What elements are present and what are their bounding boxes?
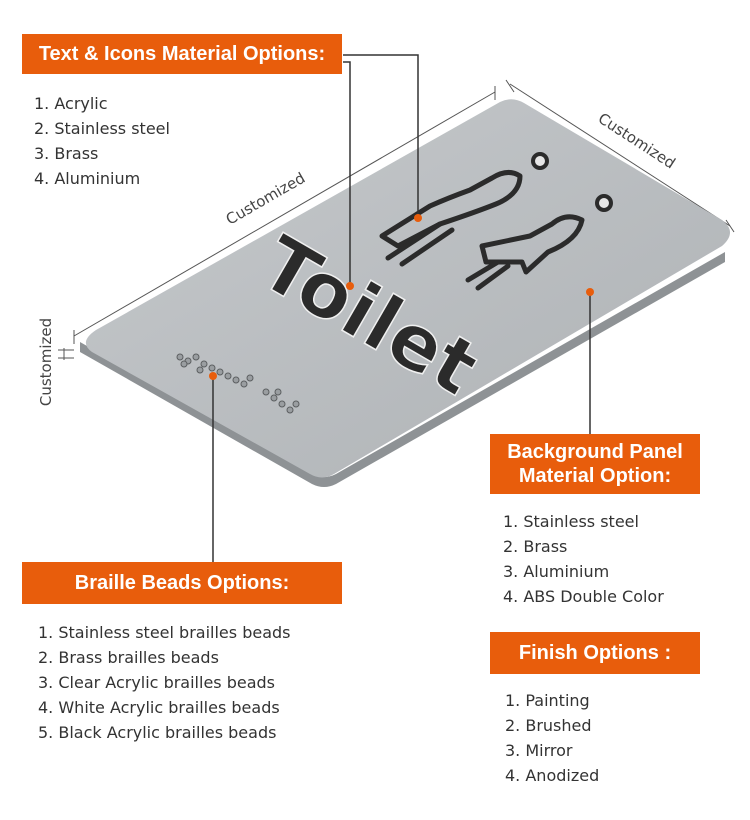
list-item: 4. White Acrylic brailles beads [38,698,280,717]
text-icons-material-title: Text & Icons Material Options: [22,34,342,74]
dimension-lines [58,79,735,360]
list-item: 2. Brass brailles beads [38,648,219,667]
list-item: 5. Black Acrylic brailles beads [38,723,277,742]
text-icons-material-list: 1. Acrylic 2. Stainless steel 3. Brass 4… [34,91,170,191]
man-icon [379,152,549,267]
list-item: 2. Brushed [505,716,592,735]
panel-edge [80,252,725,487]
braille-beads-list: 1. Stainless steel brailles beads 2. Bra… [38,620,290,745]
list-item: 3. Brass [34,144,99,163]
list-item: 3. Aluminium [503,562,610,581]
title-line: Material Option: [518,465,672,487]
finish-options-list: 1. Painting 2. Brushed 3. Mirror 4. Anod… [505,688,599,788]
woman-icon [465,194,613,291]
list-item: 4. Aluminium [34,169,141,188]
finish-options-title: Finish Options : [490,632,700,674]
list-item: 3. Mirror [505,741,573,760]
list-item: 2. Stainless steel [34,119,170,138]
list-item: 1. Acrylic [34,94,108,113]
background-panel-material-title: Background Panel Material Option: [490,434,700,494]
list-item: 3. Clear Acrylic brailles beads [38,673,275,692]
list-item: 2. Brass [503,537,568,556]
list-item: 4. ABS Double Color [503,587,664,606]
list-item: 1. Painting [505,691,590,710]
dimension-label-thickness: Customized [37,318,55,406]
braille-beads [176,353,300,414]
list-item: 1. Stainless steel [503,512,639,531]
list-item: 1. Stainless steel brailles beads [38,623,291,642]
list-item: 4. Anodized [505,766,600,785]
callout-lines [212,54,591,562]
title-line: Background Panel [507,441,683,463]
braille-beads-title: Braille Beads Options: [22,562,342,604]
background-panel-material-list: 1. Stainless steel 2. Brass 3. Aluminium… [503,509,664,609]
callout-dots [209,214,594,380]
